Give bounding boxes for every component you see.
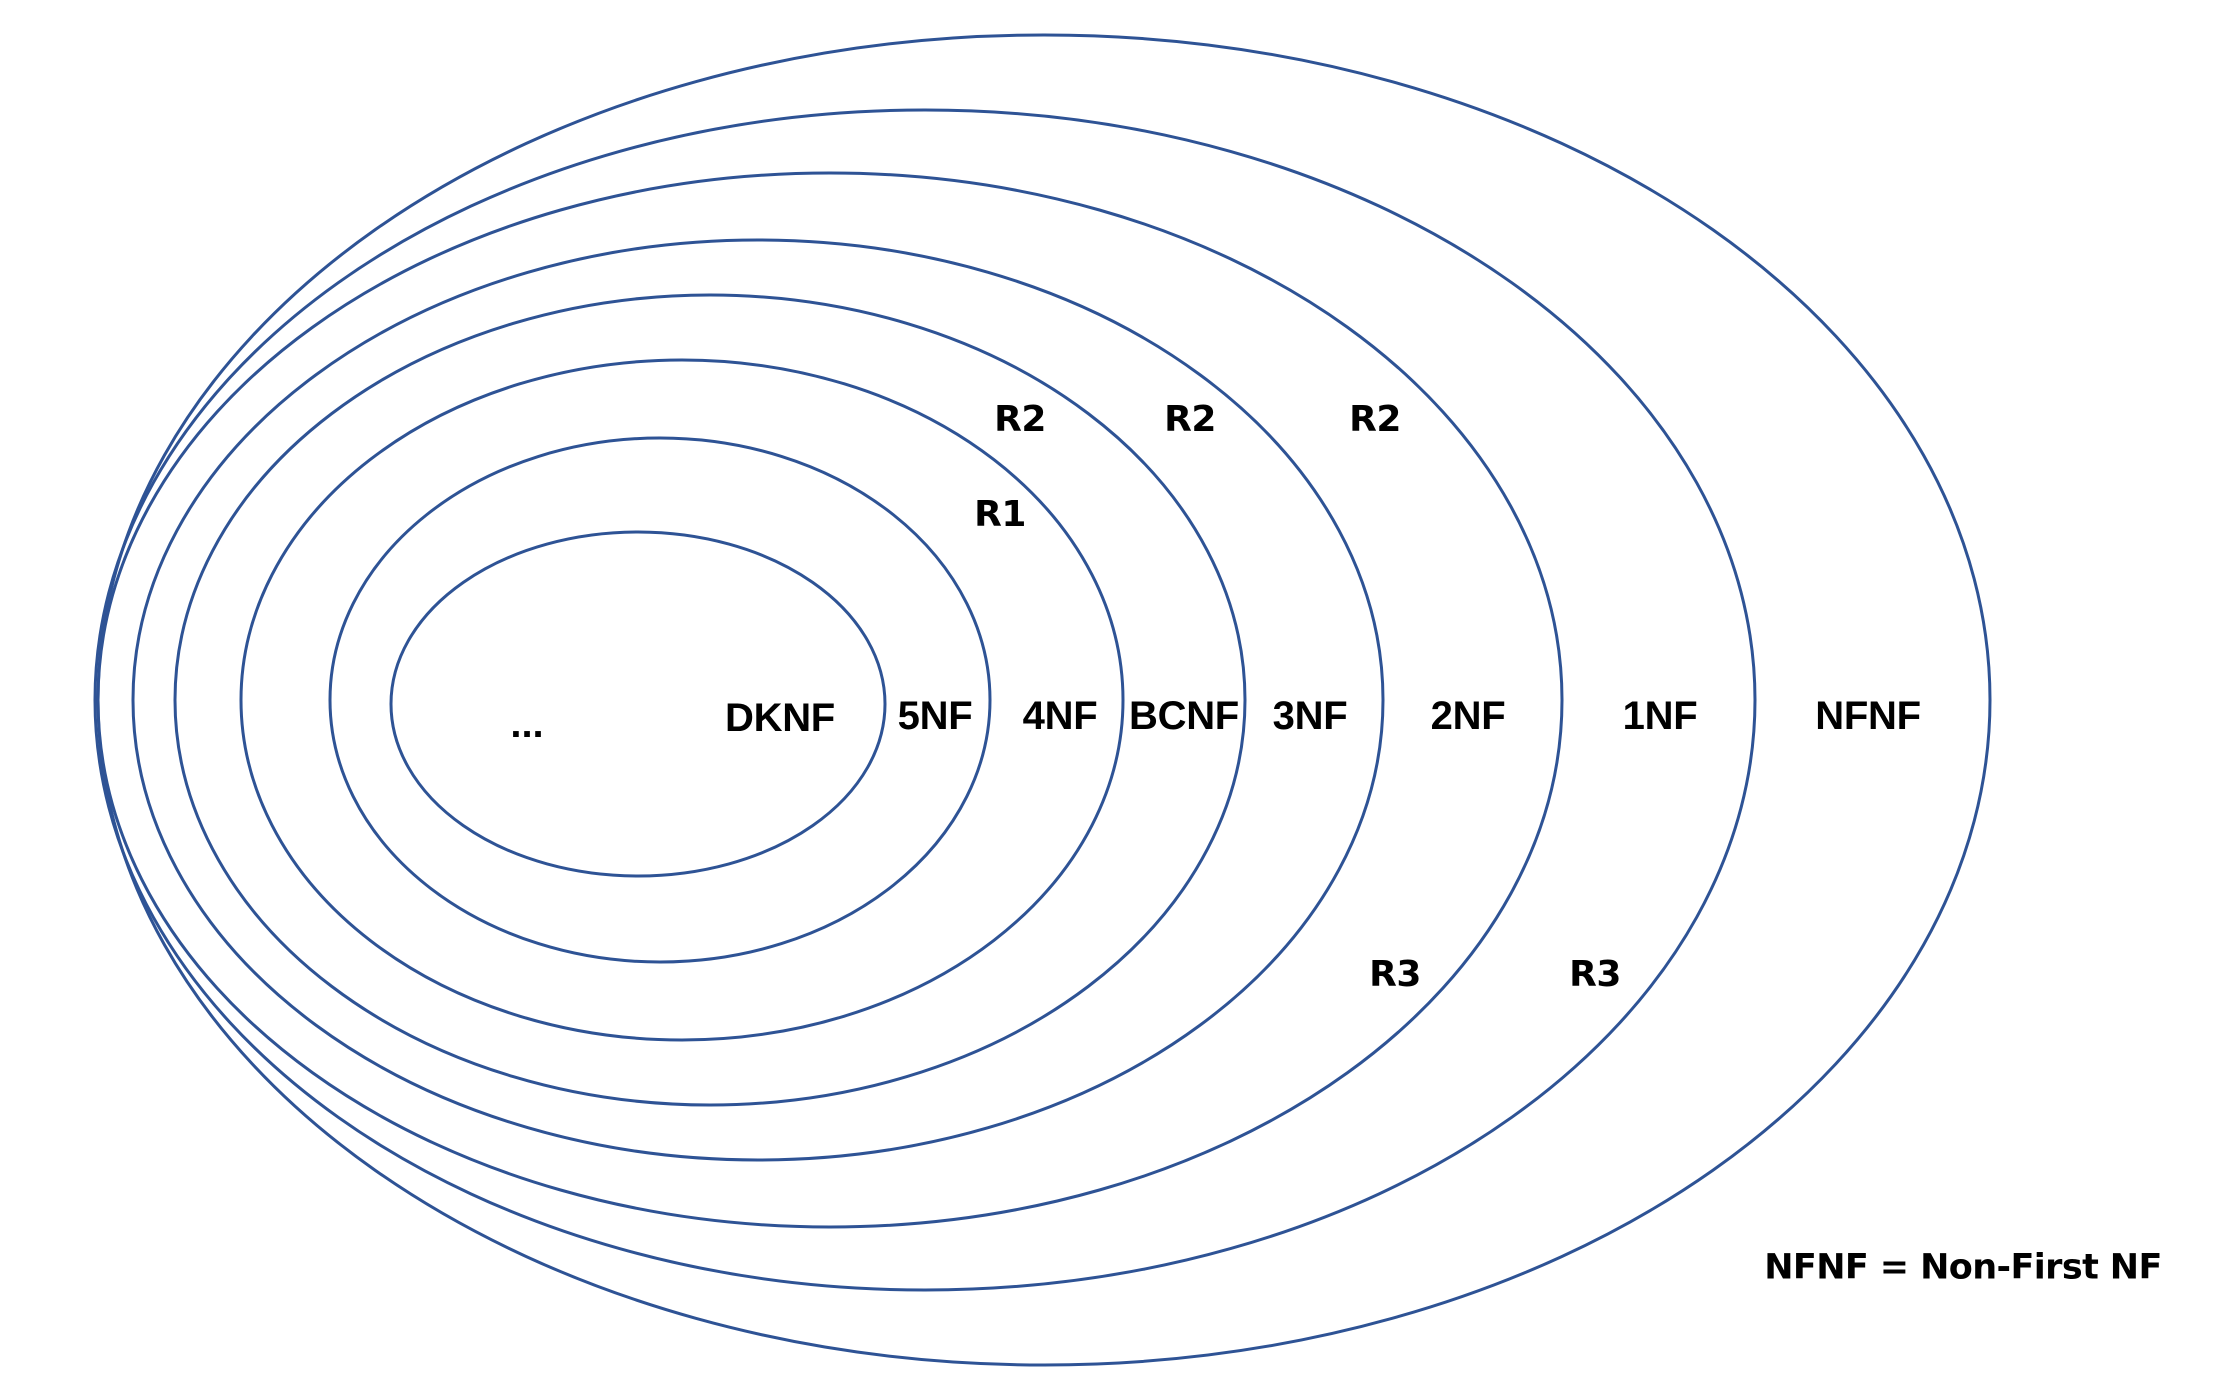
ellipse-5nf <box>328 436 992 964</box>
ellipse-group <box>93 33 1992 1367</box>
legend-note: NFNF = Non-First NF <box>1764 1247 2162 1288</box>
ellipsis-label: ... <box>510 702 544 746</box>
normal-form-label-nfnf: NFNF <box>1815 694 1921 738</box>
relation-label-r2-2: R2 <box>1349 399 1401 440</box>
relation-label-r1-3: R1 <box>974 494 1026 535</box>
normal-form-label-dknf: DKNF <box>725 696 835 740</box>
normal-form-label-2nf: 2NF <box>1430 694 1506 738</box>
normal-form-label-5nf: 5NF <box>897 694 973 738</box>
ellipse-dknf <box>389 530 887 878</box>
relation-label-r2-0: R2 <box>994 399 1046 440</box>
relation-label-r3-5: R3 <box>1569 954 1621 995</box>
ellipse-2nf <box>96 171 1564 1229</box>
ellipse-bcnf <box>173 293 1247 1107</box>
ellipse-3nf <box>131 238 1385 1162</box>
normal-form-label-1nf: 1NF <box>1622 694 1698 738</box>
normal-form-label-3nf: 3NF <box>1272 694 1348 738</box>
ellipse-1nf <box>93 108 1757 1292</box>
normal-form-label-4nf: 4NF <box>1022 694 1098 738</box>
relation-label-r2-1: R2 <box>1164 399 1216 440</box>
ellipse-4nf <box>239 358 1125 1042</box>
relation-label-r3-4: R3 <box>1369 954 1421 995</box>
normal-form-label-bcnf: BCNF <box>1129 694 1239 738</box>
